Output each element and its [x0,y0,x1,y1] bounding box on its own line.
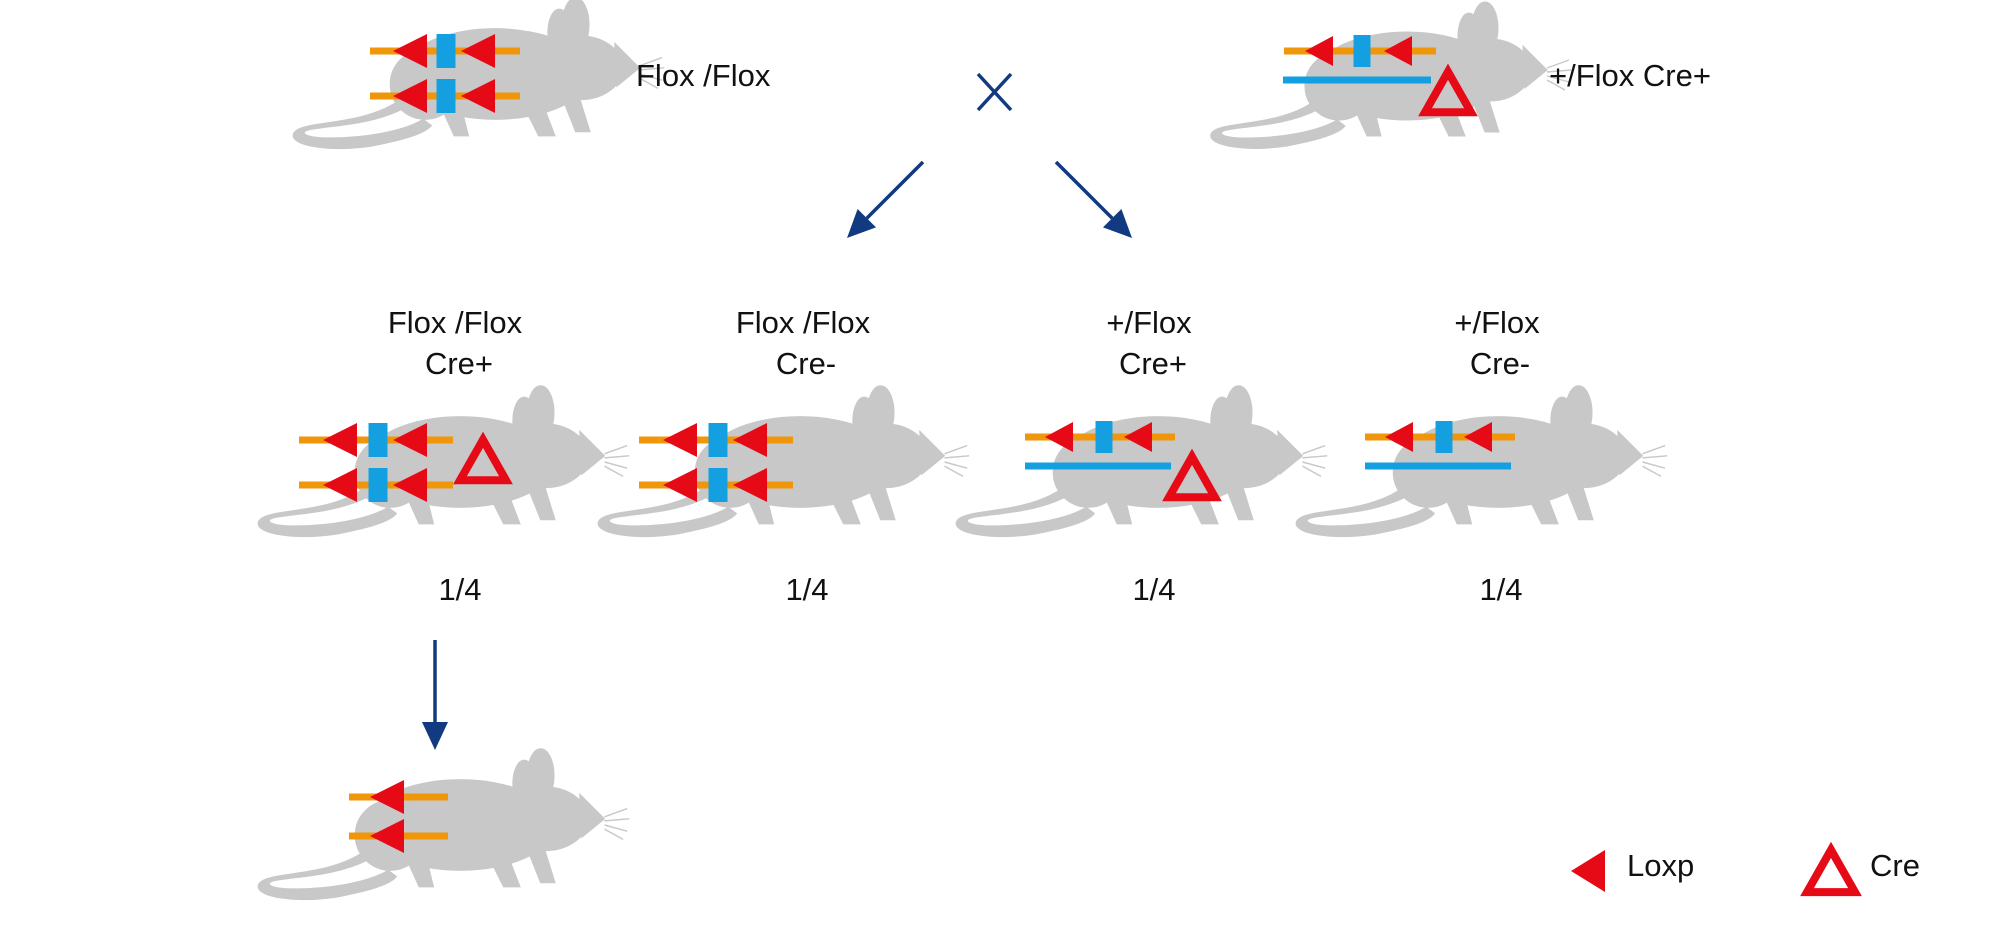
target-exon [368,423,388,457]
result-arrow [422,640,448,750]
target-exon [368,468,388,502]
target-exon [1435,421,1453,453]
target-exon [708,423,728,457]
mouse-silhouette [1210,1,1572,150]
loxp-site [663,423,697,457]
loxp-site [323,468,357,502]
loxp-site [323,423,357,457]
cre-marker [453,431,513,485]
loxp-site [393,468,427,502]
mouse-silhouette [597,385,970,538]
loxp-site [1384,36,1412,66]
result-mouse-deleted [257,748,630,901]
wild-type-allele-line [1365,462,1511,470]
offspring-4-cre: Cre- [1470,346,1530,381]
loxp-site [461,79,495,113]
offspring-1-mouse [257,385,630,538]
cross-arrows [847,160,1132,238]
loxp-site [1385,422,1413,452]
target-exon [436,79,456,113]
target-exon [708,468,728,502]
loxp-site [1124,422,1152,452]
offspring-mice [257,385,1668,538]
offspring-2-ratio: 1/4 [785,572,828,607]
cre-legend-triangle [1800,841,1862,897]
parent-right-label: +/Flox Cre+ [1549,58,1711,93]
wild-type-allele-line [1025,462,1171,470]
wild-type-allele-line [1283,76,1431,84]
parent-mouse-wt-flox-cre [1210,1,1572,150]
legend-loxp-label: Loxp [1627,848,1694,883]
loxp-site [461,34,495,68]
loxp-site [393,423,427,457]
mouse-silhouette [257,748,630,901]
loxp-site [663,468,697,502]
arrow-to-result [422,640,448,750]
loxp-site [1571,850,1605,892]
offspring-2-genotype: Flox /Flox [736,305,871,340]
arrow-to-offspring-left [847,160,925,238]
offspring-2-cre: Cre- [776,346,836,381]
offspring-1-cre: Cre+ [425,346,493,381]
offspring-1-genotype: Flox /Flox [388,305,523,340]
cre-marker [1418,63,1478,117]
offspring-3-mouse [955,385,1328,538]
target-exon [436,34,456,68]
loxp-site [1464,422,1492,452]
offspring-4-genotype: +/Flox [1454,305,1540,340]
cre-open-triangle-icon [1800,841,1862,897]
offspring-4-ratio: 1/4 [1479,572,1522,607]
legend: Loxp Cre [1571,841,1920,897]
loxp-site [393,79,427,113]
mouse-silhouette [1295,385,1668,538]
arrow-to-offspring-right [1054,160,1132,238]
offspring-1-ratio: 1/4 [438,572,481,607]
loxp-site [733,468,767,502]
mouse-silhouette [955,385,1328,538]
target-exon [1095,421,1113,453]
offspring-3-cre: Cre+ [1119,346,1187,381]
cross-icon [976,72,1013,112]
mouse-silhouette [257,385,630,538]
parent-mouse-flox-flox [292,0,665,150]
mouse-silhouette [292,0,665,150]
offspring-3-genotype: +/Flox [1106,305,1192,340]
legend-cre-label: Cre [1870,848,1920,883]
offspring-labels: Flox /Flox Cre+ Flox /Flox Cre- +/Flox C… [388,305,1540,381]
cre-marker [1162,448,1222,502]
loxp-site [1045,422,1073,452]
loxp-site [733,423,767,457]
offspring-2-mouse [597,385,970,538]
loxp-site [370,819,404,853]
loxp-site [1305,36,1333,66]
loxp-site [370,780,404,814]
offspring-4-mouse [1295,385,1668,538]
loxp-site [393,34,427,68]
offspring-3-ratio: 1/4 [1132,572,1175,607]
loxp-filled-triangle-icon [1571,850,1605,892]
target-exon [1353,35,1371,67]
parent-left-label: Flox /Flox [636,58,771,93]
offspring-ratios: 1/4 1/4 1/4 1/4 [438,572,1522,607]
